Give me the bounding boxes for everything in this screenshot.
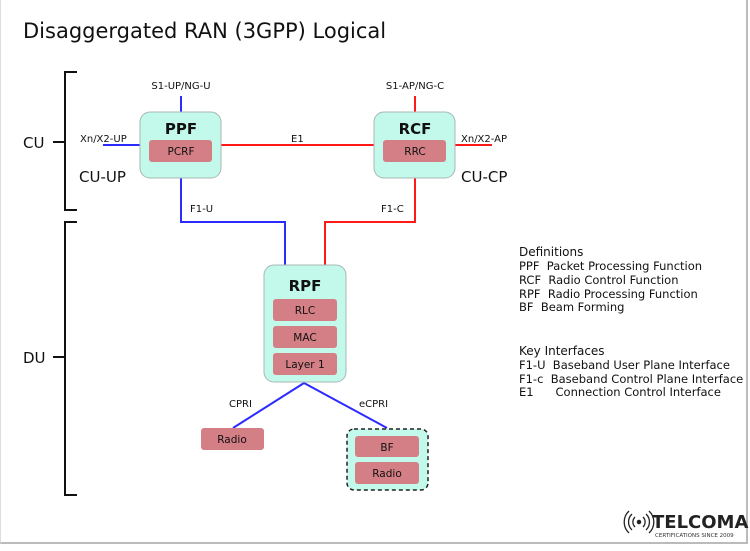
xn-up-label: Xn/X2-UP <box>80 134 127 145</box>
interface-item: E1 Connection Control Interface <box>519 385 721 399</box>
interface-item: F1-U Baseband User Plane Interface <box>519 358 730 372</box>
definition-item: RCF Radio Control Function <box>519 273 678 287</box>
bf-radio-group: BF Radio <box>346 428 429 491</box>
cpri-link <box>232 382 305 429</box>
interface-item: F1-c Baseband Control Plane Interface <box>519 372 743 386</box>
layer1-label: Layer 1 <box>285 359 324 371</box>
f1-c-link <box>324 178 416 265</box>
cu-bracket <box>53 71 77 211</box>
pcrf-label: PCRF <box>168 146 195 158</box>
bf-label: BF <box>380 442 393 454</box>
f1-u-link <box>180 178 286 265</box>
definition-item: RPF Radio Processing Function <box>519 287 698 301</box>
rpf-node: RPF RLC MAC Layer 1 <box>263 264 347 383</box>
s1-up-label: S1-UP/NG-U <box>151 81 210 92</box>
rrc-label: RRC <box>404 146 425 158</box>
s1-ap-label: S1-AP/NG-C <box>386 81 444 92</box>
key-interfaces: Key Interfaces F1-U Baseband User Plane … <box>519 344 743 399</box>
cu-label: CU <box>23 134 44 152</box>
ppf-label: PPF <box>165 120 197 138</box>
telcoma-logo: TELCOMA CERTIFICATIONS SINCE 2009 <box>623 510 748 539</box>
definitions: Definitions PPF Packet Processing Functi… <box>519 245 702 314</box>
rcf-label: RCF <box>399 120 432 138</box>
ecpri-link <box>303 382 388 429</box>
ppf-node: PPF PCRF <box>139 111 222 179</box>
definition-item: BF Beam Forming <box>519 300 624 314</box>
rcf-node: RCF RRC <box>373 111 456 179</box>
key-interfaces-heading: Key Interfaces <box>519 344 605 358</box>
definition-item: PPF Packet Processing Function <box>519 259 702 273</box>
cu-up-label: CU-UP <box>79 168 126 186</box>
du-label: DU <box>23 349 46 367</box>
cu-cp-label: CU-CP <box>461 168 507 186</box>
radio-label: Radio <box>217 434 247 446</box>
broadcast-icon <box>623 510 655 534</box>
f1-u-label: F1-U <box>190 204 213 215</box>
du-bracket <box>53 221 77 496</box>
logo-name: TELCOMA <box>652 512 748 533</box>
rpf-label: RPF <box>289 277 322 295</box>
radio-node: Radio <box>201 428 264 450</box>
logo-tagline: CERTIFICATIONS SINCE 2009 <box>655 533 734 539</box>
page-title: Disaggergated RAN (3GPP) Logical <box>23 19 386 43</box>
rlc-label: RLC <box>295 305 315 317</box>
xn-ap-label: Xn/X2-AP <box>461 134 507 145</box>
bf-radio-label: Radio <box>372 468 402 480</box>
definitions-heading: Definitions <box>519 245 583 259</box>
e1-label: E1 <box>291 134 304 145</box>
mac-label: MAC <box>293 332 316 344</box>
cpri-label: CPRI <box>229 399 252 410</box>
f1-c-label: F1-C <box>381 204 404 215</box>
ecpri-label: eCPRI <box>359 399 388 410</box>
